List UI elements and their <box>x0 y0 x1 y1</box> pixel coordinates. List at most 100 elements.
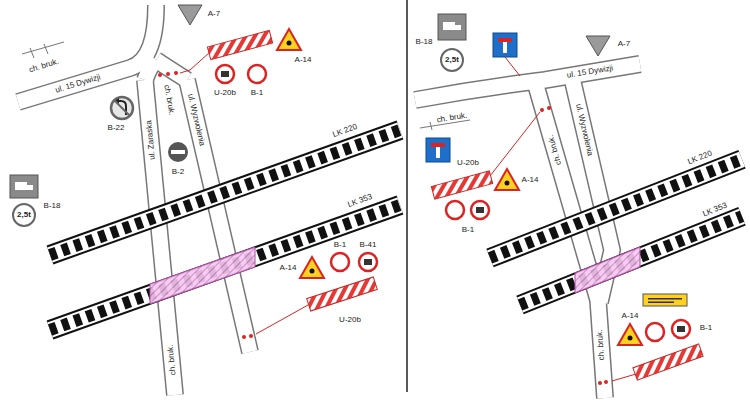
yield-sign <box>178 5 202 25</box>
cone-dot <box>604 380 608 384</box>
street-name: ul. 15 Dywizji <box>566 64 613 79</box>
sign-code: B-18 <box>44 202 61 210</box>
prohibition-sign <box>672 320 690 338</box>
information-sign <box>426 138 450 162</box>
leader-line <box>490 112 540 176</box>
sign-pictogram <box>677 326 685 332</box>
leader-line <box>180 52 636 381</box>
weight-limit-plate <box>15 182 27 190</box>
sign-code: B-1 <box>700 324 712 332</box>
barrier <box>207 30 703 380</box>
cone-dot <box>158 71 608 385</box>
warning-symbol <box>505 181 510 186</box>
sign-code: B-41 <box>360 241 377 249</box>
panel-divider <box>406 0 408 392</box>
warning-sign <box>300 257 324 278</box>
leader-line <box>256 305 308 334</box>
detour-plate <box>648 302 674 304</box>
road-edge <box>187 80 250 352</box>
information-sign <box>431 143 445 147</box>
surface-note: ch. bruk. <box>162 84 175 116</box>
surface-note: ch. bruk. <box>596 329 606 360</box>
yield-sign <box>178 5 202 25</box>
no-turn-sign <box>111 97 133 119</box>
weight-limit-plate <box>27 185 33 190</box>
railway-track <box>490 159 742 258</box>
warning-sign <box>495 169 519 190</box>
sign-code: U-20b <box>339 316 361 324</box>
weight-limit-sign: 2,5t <box>12 203 36 227</box>
information-sign <box>493 33 517 57</box>
cone-dot <box>547 106 551 110</box>
cobble-mark <box>22 42 64 58</box>
sign-code: U-20b <box>214 89 236 97</box>
road <box>156 60 187 80</box>
cone-dot <box>166 72 170 76</box>
railway-track <box>490 159 742 258</box>
surface-note: ch. bruk. <box>28 58 60 75</box>
detour-plate <box>643 294 687 306</box>
prohibition-sign <box>646 323 664 341</box>
warning-sign <box>277 29 301 50</box>
work-zone <box>150 247 255 304</box>
weight-limit-plate <box>443 22 455 30</box>
warning-symbol <box>310 269 315 274</box>
cone-dot <box>249 334 253 338</box>
cobble-mark <box>22 42 470 130</box>
warning-symbol <box>628 336 633 341</box>
yield-sign <box>586 36 610 56</box>
detour-plate <box>643 294 687 306</box>
sign-code: A-14 <box>522 176 539 184</box>
railway-track <box>520 216 742 305</box>
no-entry-sign <box>168 142 188 162</box>
surface-note: ch. bruk. <box>167 344 178 375</box>
sign-code: U-20b <box>457 159 479 167</box>
sign-code: A-14 <box>622 312 639 320</box>
prohibition-sign <box>331 253 349 271</box>
sign-pictogram <box>221 71 685 332</box>
sign-code: A-14 <box>295 56 312 64</box>
sign-pictogram <box>221 71 229 77</box>
sign-code: B-22 <box>108 124 125 132</box>
railway-track <box>520 216 742 305</box>
no-entry-sign <box>168 142 188 162</box>
weight-value: 2,5t <box>17 211 31 219</box>
prohibition-sign <box>248 65 266 83</box>
prohibition-sign <box>471 201 489 219</box>
warning-sign <box>277 29 642 345</box>
railway-track <box>520 216 742 305</box>
information-sign <box>498 38 512 42</box>
warning-symbol <box>287 41 633 341</box>
street-name: ul. 15 Dywizji <box>55 73 102 94</box>
information-sign <box>426 33 517 162</box>
street-name: ul. Wyzwolenia <box>574 103 594 157</box>
railway-track <box>50 130 400 255</box>
work-zone <box>575 247 640 293</box>
barrier <box>307 277 378 311</box>
sign-pictogram <box>364 259 372 265</box>
railway-line-name: LK 353 <box>347 193 374 209</box>
yield-sign <box>586 36 610 56</box>
sign-code: B-1 <box>462 226 474 234</box>
weight-value: 2,5t <box>445 56 459 64</box>
prohibition-sign <box>446 201 464 219</box>
sign-code: A-7 <box>618 40 630 48</box>
cone-dot <box>598 381 602 385</box>
road <box>18 5 640 398</box>
sign-code: B-2 <box>172 168 184 176</box>
detour-plate <box>648 298 682 300</box>
barrier <box>633 344 703 380</box>
sign-pictogram <box>476 207 484 213</box>
surface-note: ch. bruk. <box>436 112 468 125</box>
prohibition-sign <box>216 65 234 83</box>
sign-code: B-1 <box>334 241 346 249</box>
barrier <box>207 30 272 59</box>
weight-limit-plate <box>438 14 466 40</box>
weight-limit-sign: 2,5t <box>440 48 464 72</box>
leader-line <box>180 52 210 73</box>
railway-track <box>50 130 400 255</box>
leader-line <box>612 374 636 381</box>
